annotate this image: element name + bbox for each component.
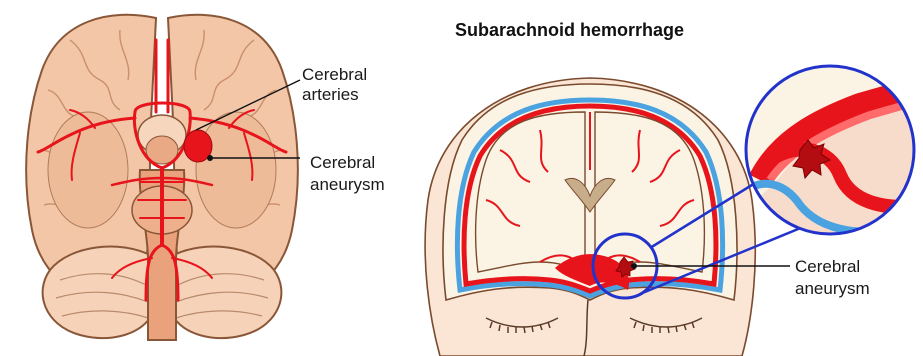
label-cerebral-aneurysm-right-line1: Cerebral	[795, 257, 860, 276]
brain-underside-illustration	[26, 15, 298, 340]
label-cerebral-aneurysm-right-line2: aneurysm	[795, 279, 870, 298]
label-cerebral-arteries-line2: arteries	[302, 85, 359, 104]
label-cerebral-aneurysm-left-line2: aneurysm	[310, 175, 385, 194]
leader-dot-aneurysm-left	[207, 155, 213, 161]
leader-dot-aneurysm-right	[631, 263, 637, 269]
magnified-inset	[740, 60, 923, 240]
label-cerebral-arteries-line1: Cerebral	[302, 65, 367, 84]
panel-title: Subarachnoid hemorrhage	[455, 20, 684, 40]
label-cerebral-aneurysm-left-line1: Cerebral	[310, 153, 375, 172]
coronal-head-section	[425, 78, 755, 356]
